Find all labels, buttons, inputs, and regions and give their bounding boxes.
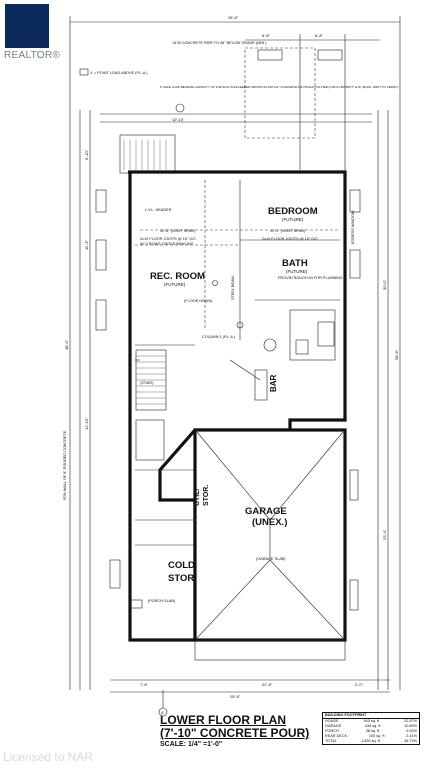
footprint-area: 1,530 sq. ft: [361, 739, 380, 743]
table-row: PORCH 38 sq. ft 0.92%: [323, 729, 419, 734]
garage-slab-label: (GARAGE SLAB): [256, 557, 286, 561]
floor-drain-note: (FLOOR DRAIN): [184, 299, 213, 303]
bath-sub: (FUTURE): [286, 269, 308, 274]
wall-note: FDN WALL OF 8" POURED CONCRETE: [63, 430, 67, 500]
bearing-note: 6' SAFE LOAD BEARING CAPACITY OF THE SOI…: [160, 85, 399, 89]
section-marker: A: [161, 710, 164, 715]
table-row: GARAGE 449 sq. ft 10.89%: [323, 724, 419, 729]
table-row: REAR DECK 100 sq. ft 2.41%: [323, 734, 419, 739]
bedroom-sub: (FUTURE): [282, 217, 304, 222]
cold-storage-label: COLD: [168, 560, 195, 571]
rear-deck: [119, 47, 343, 174]
dim-right-2: 23'-4": [382, 529, 387, 540]
point-load-note: = POINT LOAD ABOVE (P.L.A.): [94, 71, 148, 75]
rec-room-label: REC. ROOM: [150, 271, 205, 282]
garage-label: GARAGE: [245, 506, 287, 517]
column-note: COLUMN 1 (P.L.A.): [202, 335, 236, 339]
footprint-pct: 22.87%: [404, 719, 417, 723]
footprint-pct: 0.92%: [406, 729, 417, 733]
stair-note: (STAIR): [140, 381, 154, 385]
plan-title: LOWER FLOOR PLAN: [160, 713, 286, 727]
dim-bottom-mid: 22'-8": [262, 682, 273, 687]
joists-note-2: 2x10 FLOOR JOISTS @ 16" O/C: [262, 237, 318, 241]
concrete-pier-note: 14"Ø CONCRETE PIER TO 48" BELOW GRADE (M…: [172, 41, 267, 45]
annotations: X = POINT LOAD ABOVE (P.L.A.) 14"Ø CONCR…: [63, 15, 399, 715]
footprint-pct: 10.89%: [404, 724, 417, 728]
dim-left-3: 12'-10": [84, 417, 89, 430]
footprint-area: 943 sq. ft: [363, 719, 380, 723]
footprint-pct: 36.79%: [404, 739, 417, 743]
windows: [95, 189, 361, 611]
realtor-logo-text: REALTOR®: [4, 50, 61, 61]
dim-top-left: 6'-8": [262, 33, 271, 38]
markers: [79, 68, 185, 717]
building-footprint-table: BUILDING FOOTPRINT HOUSE 943 sq. ft 22.8…: [322, 712, 420, 745]
joist-span-1: 12'-6" (JOIST SPAN): [160, 229, 196, 233]
footprint-label: HOUSE: [325, 719, 339, 723]
footprint-header: BUILDING FOOTPRINT: [323, 713, 419, 719]
cross-bracing-note: W/ 2 ROWS CROSS BRACING: [140, 242, 194, 246]
point-load-symbol: X: [90, 71, 93, 75]
footprint-pct: 2.41%: [406, 734, 417, 738]
footprint-label: PORCH: [325, 729, 339, 733]
title-block: LOWER FLOOR PLAN (7'-10" CONCRETE POUR) …: [160, 714, 320, 749]
license-watermark: Licensed to NAR: [3, 750, 94, 764]
table-row: HOUSE 943 sq. ft 22.87%: [323, 719, 419, 724]
foundation-walls: [128, 170, 347, 642]
dim-left-2: 11'-3": [84, 240, 89, 250]
realtor-logo-mark: [5, 4, 49, 48]
footprint-label: REAR DECK: [325, 734, 348, 738]
lvl-header-note: L.V.L. HEADER: [145, 208, 172, 212]
dim-right-overall: 58'-8": [394, 349, 399, 360]
dim-left-overall: 48'-0": [64, 339, 69, 350]
footprint-area: 38 sq. ft: [365, 729, 380, 733]
rec-room-sub: (FUTURE): [164, 282, 186, 287]
realtor-logo: REALTOR®: [4, 4, 61, 64]
bath-label: BATH: [282, 258, 308, 269]
footprint-label: GARAGE: [325, 724, 342, 728]
garage-hip-lines: [194, 431, 346, 661]
dim-bottom-left: 7'-8": [140, 682, 149, 687]
interior-partitions: [135, 180, 340, 546]
bar-label: BAR: [269, 374, 278, 392]
footprint-area: 100 sq. ft: [368, 734, 385, 738]
footprint-label: TOTAL: [325, 739, 337, 743]
bath-note: PROVID ROUGH-IN FOR PLUMBING: [278, 276, 343, 280]
plan-scale: SCALE: 1/4" =1'-0": [160, 741, 223, 748]
porch-slab-label: (PORCH SLAB): [148, 599, 176, 603]
utility-storage-label: UTIL/: [194, 488, 201, 506]
cold-storage-label-2: STOR.: [168, 573, 197, 584]
dim-top-overall: 28'-8": [228, 15, 239, 20]
steel-beam-note: STEEL BEAM: [231, 276, 235, 300]
table-row: TOTAL 1,530 sq. ft 36.79%: [323, 739, 419, 744]
dim-bottom-right: 2'-0": [355, 682, 364, 687]
bedroom-label: BEDROOM: [268, 206, 318, 217]
dimension-lines: [69, 16, 401, 693]
joists-note-1: 2x10 FLOOR JOISTS @ 16" O/C: [140, 237, 196, 241]
utility-storage-label-2: STOR.: [203, 485, 210, 506]
footprint-area: 449 sq. ft: [364, 724, 381, 728]
joist-span-2: 12'-2" (JOIST SPAN): [270, 229, 306, 233]
dim-top-right: 6'-8": [315, 33, 324, 38]
egress-note: EGRESS WINDOW: [351, 210, 355, 244]
dim-deck: 12'-10": [172, 117, 185, 122]
dim-left-1: 6'-10": [84, 149, 89, 160]
dim-right-1: 30'-0": [382, 279, 387, 290]
plan-subtitle: (7'-10" CONCRETE POUR): [160, 726, 310, 740]
garage-sub: (UNEX.): [252, 517, 287, 528]
dim-bottom-overall: 28'-8": [230, 694, 241, 699]
